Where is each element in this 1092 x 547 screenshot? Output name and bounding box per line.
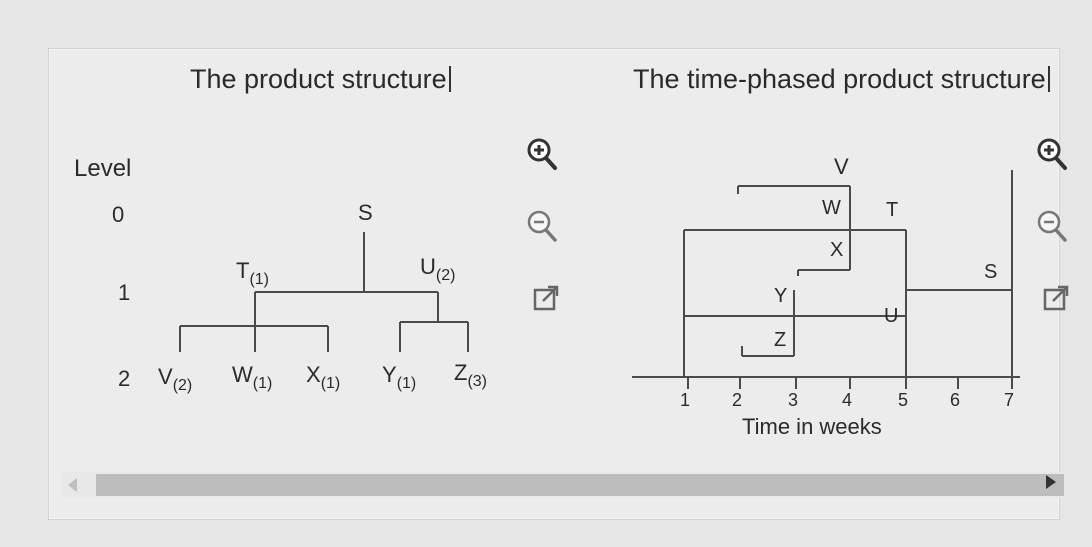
zoom-in-icon[interactable] — [520, 132, 564, 176]
node-y: Y(1) — [382, 362, 416, 392]
tick-label-4: 4 — [842, 390, 852, 410]
node-u: U(2) — [420, 254, 455, 284]
label-v: V — [834, 154, 849, 179]
node-z: Z(3) — [454, 360, 487, 390]
scroll-right-arrow-icon[interactable] — [1046, 475, 1056, 489]
time-phased-lines — [632, 170, 1020, 389]
tick-label-6: 6 — [950, 390, 960, 410]
product-structure-title: The product structure — [190, 64, 451, 95]
content-panel — [48, 48, 1060, 520]
tick-label-2: 2 — [732, 390, 742, 410]
time-phased-diagram: V W T X S Y U Z 1 2 3 4 5 6 7 Time in we… — [632, 154, 1020, 439]
label-w: W — [822, 197, 841, 219]
tick-label-1: 1 — [680, 390, 690, 410]
node-x: X(1) — [306, 362, 340, 392]
text-cursor — [1047, 66, 1050, 92]
node-v: V(2) — [158, 364, 192, 394]
zoom-in-icon[interactable] — [1030, 132, 1074, 176]
label-y: Y — [774, 285, 787, 307]
label-x: X — [830, 239, 843, 261]
axis-label: Time in weeks — [742, 414, 882, 439]
horizontal-scrollbar[interactable] — [62, 472, 1064, 498]
node-s: S — [358, 200, 373, 225]
node-t: T(1) — [236, 258, 269, 288]
tree-lines — [179, 232, 469, 352]
tick-label-5: 5 — [898, 390, 908, 410]
zoom-out-icon[interactable] — [1030, 204, 1074, 248]
tick-label-3: 3 — [788, 390, 798, 410]
label-z: Z — [774, 329, 786, 351]
product-structure-diagram: Level 0 1 2 S T(1) U(2) V(2) W(1) X(1) Y… — [74, 155, 487, 394]
scrollbar-thumb[interactable] — [96, 474, 1064, 496]
tick-label-7: 7 — [1004, 390, 1014, 410]
label-u: U — [884, 305, 898, 327]
zoom-out-icon[interactable] — [520, 204, 564, 248]
label-t: T — [886, 199, 898, 221]
node-w: W(1) — [232, 362, 272, 392]
level-1-label: 1 — [118, 280, 130, 305]
time-phased-title: The time-phased product structure — [633, 64, 1050, 95]
external-link-icon[interactable] — [524, 276, 568, 320]
level-0-label: 0 — [112, 202, 124, 227]
label-s: S — [984, 261, 997, 283]
level-2-label: 2 — [118, 366, 130, 391]
external-link-icon[interactable] — [1034, 276, 1078, 320]
scroll-left-arrow-icon[interactable] — [68, 478, 77, 492]
text-cursor — [448, 66, 451, 92]
level-header: Level — [74, 155, 131, 182]
